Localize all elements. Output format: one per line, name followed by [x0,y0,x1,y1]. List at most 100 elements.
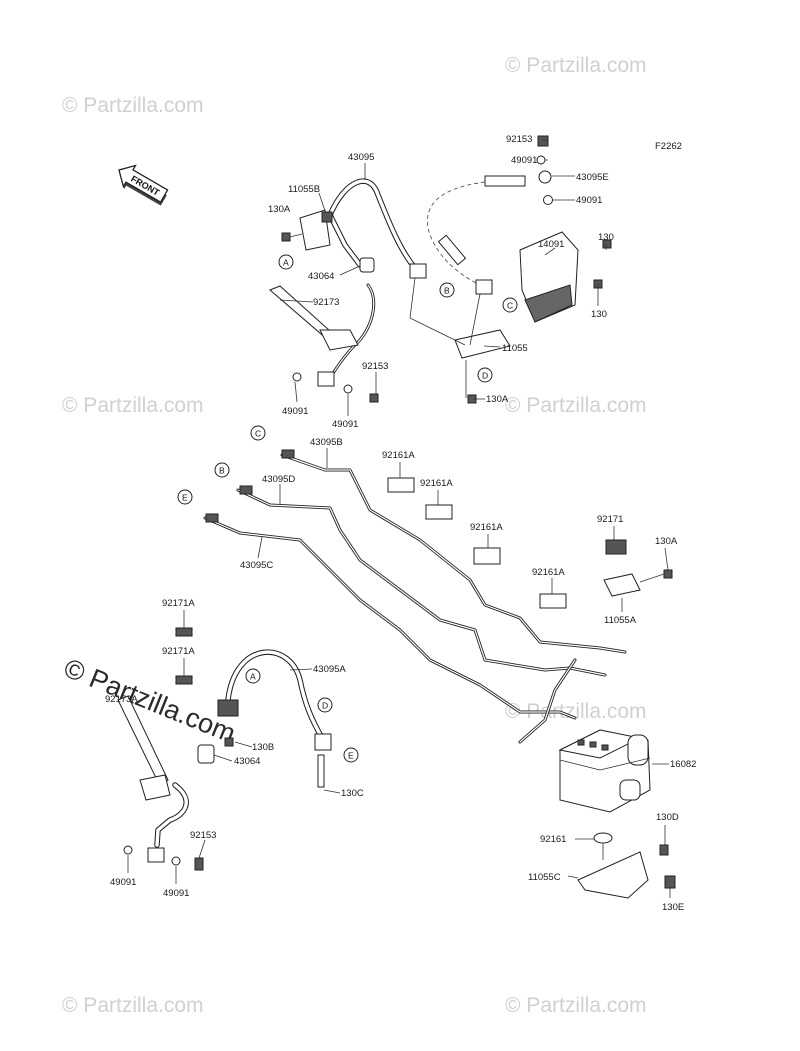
clip-92171A [175,675,193,685]
washer-49091 [171,856,181,866]
watermark: © Partzilla.com [505,994,647,1017]
joint-block-B [409,263,427,279]
bolt-130B [224,737,234,747]
part-label: 130C [341,788,364,799]
bracket-11055C [577,851,649,899]
hose-43095 [327,178,418,271]
part-label: 92161A [532,567,565,578]
svg-text:A: A [283,258,289,268]
part-label: 130A [268,204,291,215]
clamp-92161A [425,504,453,520]
part-label: 92153 [190,830,216,841]
bracket-11055 [454,329,511,359]
leaders-top [279,139,607,416]
bolt-130 [602,239,612,249]
part-label: 11055A [604,615,637,626]
svg-text:D: D [322,701,328,711]
hose-fitting-43095E [484,175,526,187]
callout-C-top: C [502,297,518,313]
clamp-92161A [539,593,567,609]
joint-block-E [314,733,332,751]
clamp-92161A [387,477,415,493]
part-label: 49091 [576,195,602,206]
part-label: 92161A [470,522,503,533]
hose-fitting [437,234,467,266]
callout-A-top: A [278,254,294,270]
part-label: 92173 [313,297,339,308]
bracket-92173-foot [319,329,359,351]
part-label: 14091 [538,239,564,250]
watermark: © Partzilla.com [505,394,647,417]
bolt-130E [664,875,676,889]
union-bolt [317,371,335,387]
bolt-92153 [537,135,549,147]
washer-49091 [343,384,353,394]
clip-92171A [175,627,193,637]
pipe-nut [281,449,295,459]
part-label: 43095 [348,152,374,163]
callout-B-mid: B [214,462,230,478]
callout-C-mid: C [250,425,266,441]
part-label: 43064 [308,271,334,282]
part-label: 92153 [506,134,532,145]
part-label: 130A [655,536,678,547]
svg-text:E: E [182,493,188,503]
part-label: 49091 [282,406,308,417]
part-label: 43095D [262,474,295,485]
hose-fitting [217,699,239,717]
svg-text:C: C [507,301,513,311]
svg-text:C: C [255,429,261,439]
damper-92161 [593,832,613,844]
part-label: 92153 [362,361,388,372]
bolt-92153 [194,857,204,871]
cover-14091-shade [524,284,573,323]
brake-pipes [203,453,627,744]
joint-block-C [475,279,493,295]
grommet-43064 [359,257,375,273]
bolt-92153 [369,393,379,403]
part-label: 92161A [420,478,453,489]
part-label: 49091 [163,888,189,899]
callout-E-bottom: E [343,747,359,763]
svg-text:D: D [482,371,488,381]
watermark: © Partzilla.com [505,700,647,723]
clamp-92171 [605,539,627,555]
part-label: 43095B [310,437,343,448]
bolt-130C [317,754,325,788]
svg-text:B: B [219,466,225,476]
part-label: 49091 [511,155,537,166]
watermark-large: © Partzilla.com [60,653,240,749]
svg-text:A: A [250,672,256,682]
part-label: 43095A [313,664,346,675]
pipe-nut [239,485,253,495]
part-label: 92171A [162,598,195,609]
part-label: 49091 [110,877,136,888]
bolt-130A [281,232,303,242]
washer-49091 [292,372,302,382]
part-label: 130E [662,902,684,913]
part-label: 43064 [234,756,260,767]
fitting [321,211,333,223]
watermark: © Partzilla.com [62,394,204,417]
bolt-130D [659,844,669,856]
union-43095E [538,170,552,184]
callout-D-top: D [477,367,493,383]
svg-text:E: E [348,751,354,761]
hose-dash [427,181,486,286]
part-label: 16082 [670,759,696,770]
part-label: 43095C [240,560,273,571]
svg-text:B: B [444,286,450,296]
grommet-43064 [197,744,215,764]
clamp-92161A [473,547,501,565]
part-label: 11055B [288,184,320,195]
part-label: 43095E [576,172,609,183]
part-label: 92173A [105,694,138,705]
callout-B-top: B [439,282,455,298]
part-label: 92171A [162,646,195,657]
watermark: © Partzilla.com [62,94,204,117]
callout-A-bottom: A [245,668,261,684]
part-label: 130 [591,309,607,320]
watermark: © Partzilla.com [62,994,204,1017]
bracket-92173A [117,695,169,787]
